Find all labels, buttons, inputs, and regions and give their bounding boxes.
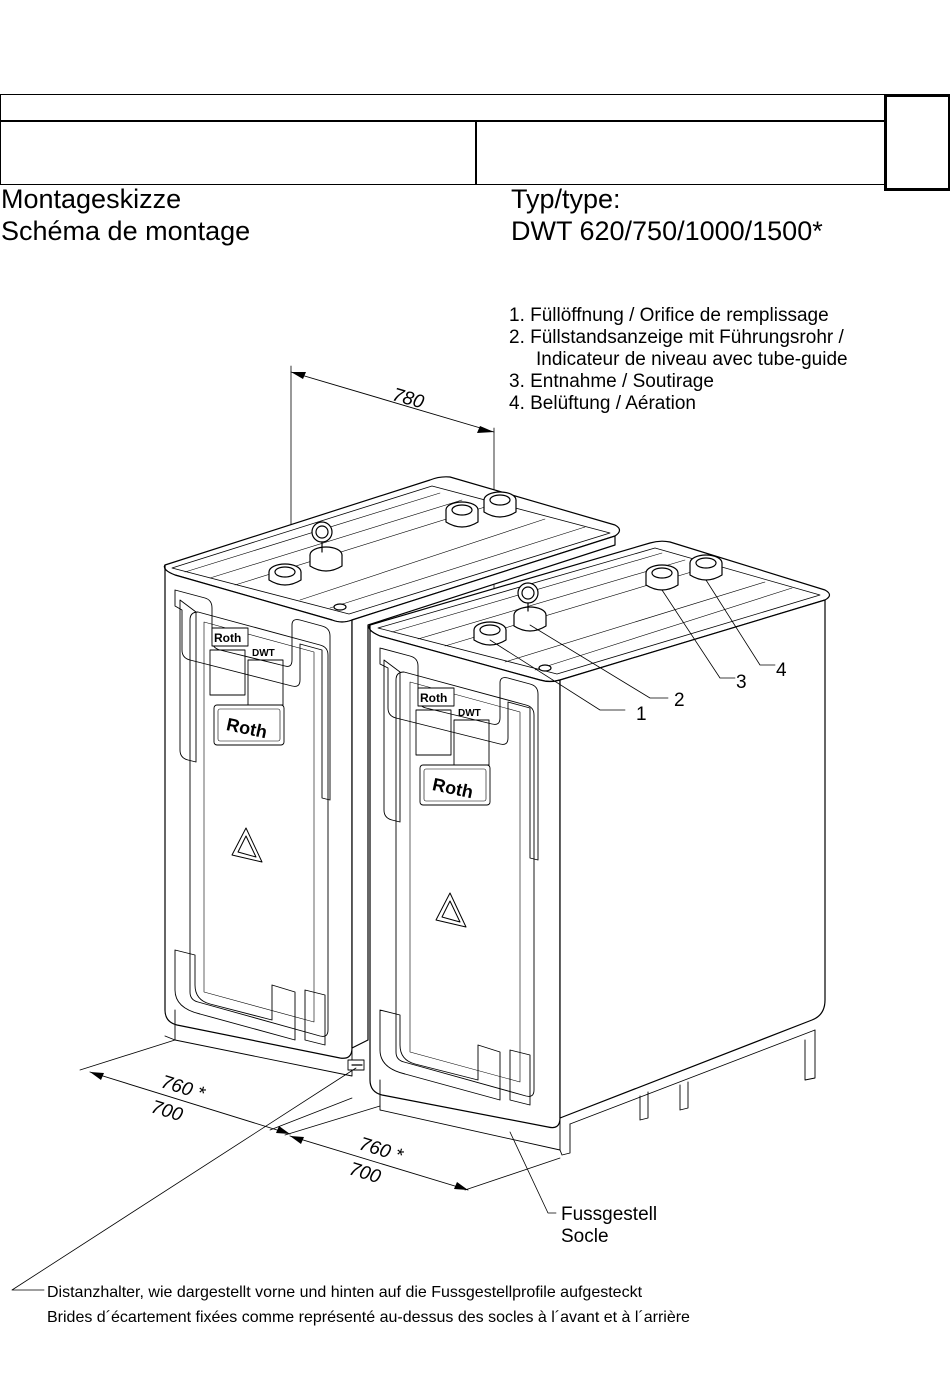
legend-item-1: 1. Füllöffnung / Orifice de remplissage	[509, 305, 829, 326]
legend-item-4: 4. Belüftung / Aération	[509, 393, 696, 414]
socle-leader	[509, 1131, 557, 1214]
title-block-index-box	[884, 94, 950, 191]
tank-left: Roth DWT Roth	[163, 476, 621, 1077]
tank-right-model: DWT	[458, 708, 481, 719]
type-label: Typ/type:	[511, 184, 621, 214]
tank-right: Roth DWT Roth	[368, 540, 831, 1156]
spacer-clip	[347, 1059, 365, 1071]
type-value: DWT 620/750/1000/1500*	[511, 216, 823, 246]
legend-item-2-continued: Indicateur de niveau avec tube-guide	[536, 349, 848, 370]
legend-item-2: 2. Füllstandsanzeige mit Führungsrohr /	[509, 327, 844, 348]
dimension-depth-left: 760 * 700	[79, 1039, 353, 1135]
tank-left-logo-small: Roth	[214, 631, 241, 645]
callout-1: 1	[636, 704, 647, 725]
callout-3: 3	[736, 672, 747, 693]
dim-right-text-b: 700	[347, 1159, 384, 1188]
spacer-note-fr: Brides d´écartement fixées comme représe…	[47, 1309, 690, 1326]
dim-left-text-b: 700	[149, 1097, 186, 1126]
spacer-note-de: Distanzhalter, wie dargestellt vorne und…	[47, 1284, 643, 1301]
tank-left-caps	[268, 491, 517, 611]
tank-right-caps	[473, 554, 723, 672]
callout-4: 4	[776, 660, 787, 681]
dim-780-text: 780	[390, 384, 427, 413]
title-block-left-cell	[0, 120, 477, 185]
callout-2: 2	[674, 690, 685, 711]
tank-right-logo-small: Roth	[420, 691, 447, 705]
title-fr: Schéma de montage	[1, 216, 251, 246]
legend-item-3: 3. Entnahme / Soutirage	[509, 371, 714, 392]
tank-left-model: DWT	[252, 648, 275, 659]
title-de: Montageskizze	[1, 184, 182, 214]
socle-label-de: Fussgestell	[561, 1204, 658, 1225]
spacer-leader	[11, 1067, 357, 1291]
parts-legend: 1. Füllöffnung / Orifice de remplissage …	[509, 305, 848, 415]
socle-label-fr: Socle	[561, 1226, 609, 1247]
callout-leaders: 1 2 3 4	[489, 579, 787, 725]
